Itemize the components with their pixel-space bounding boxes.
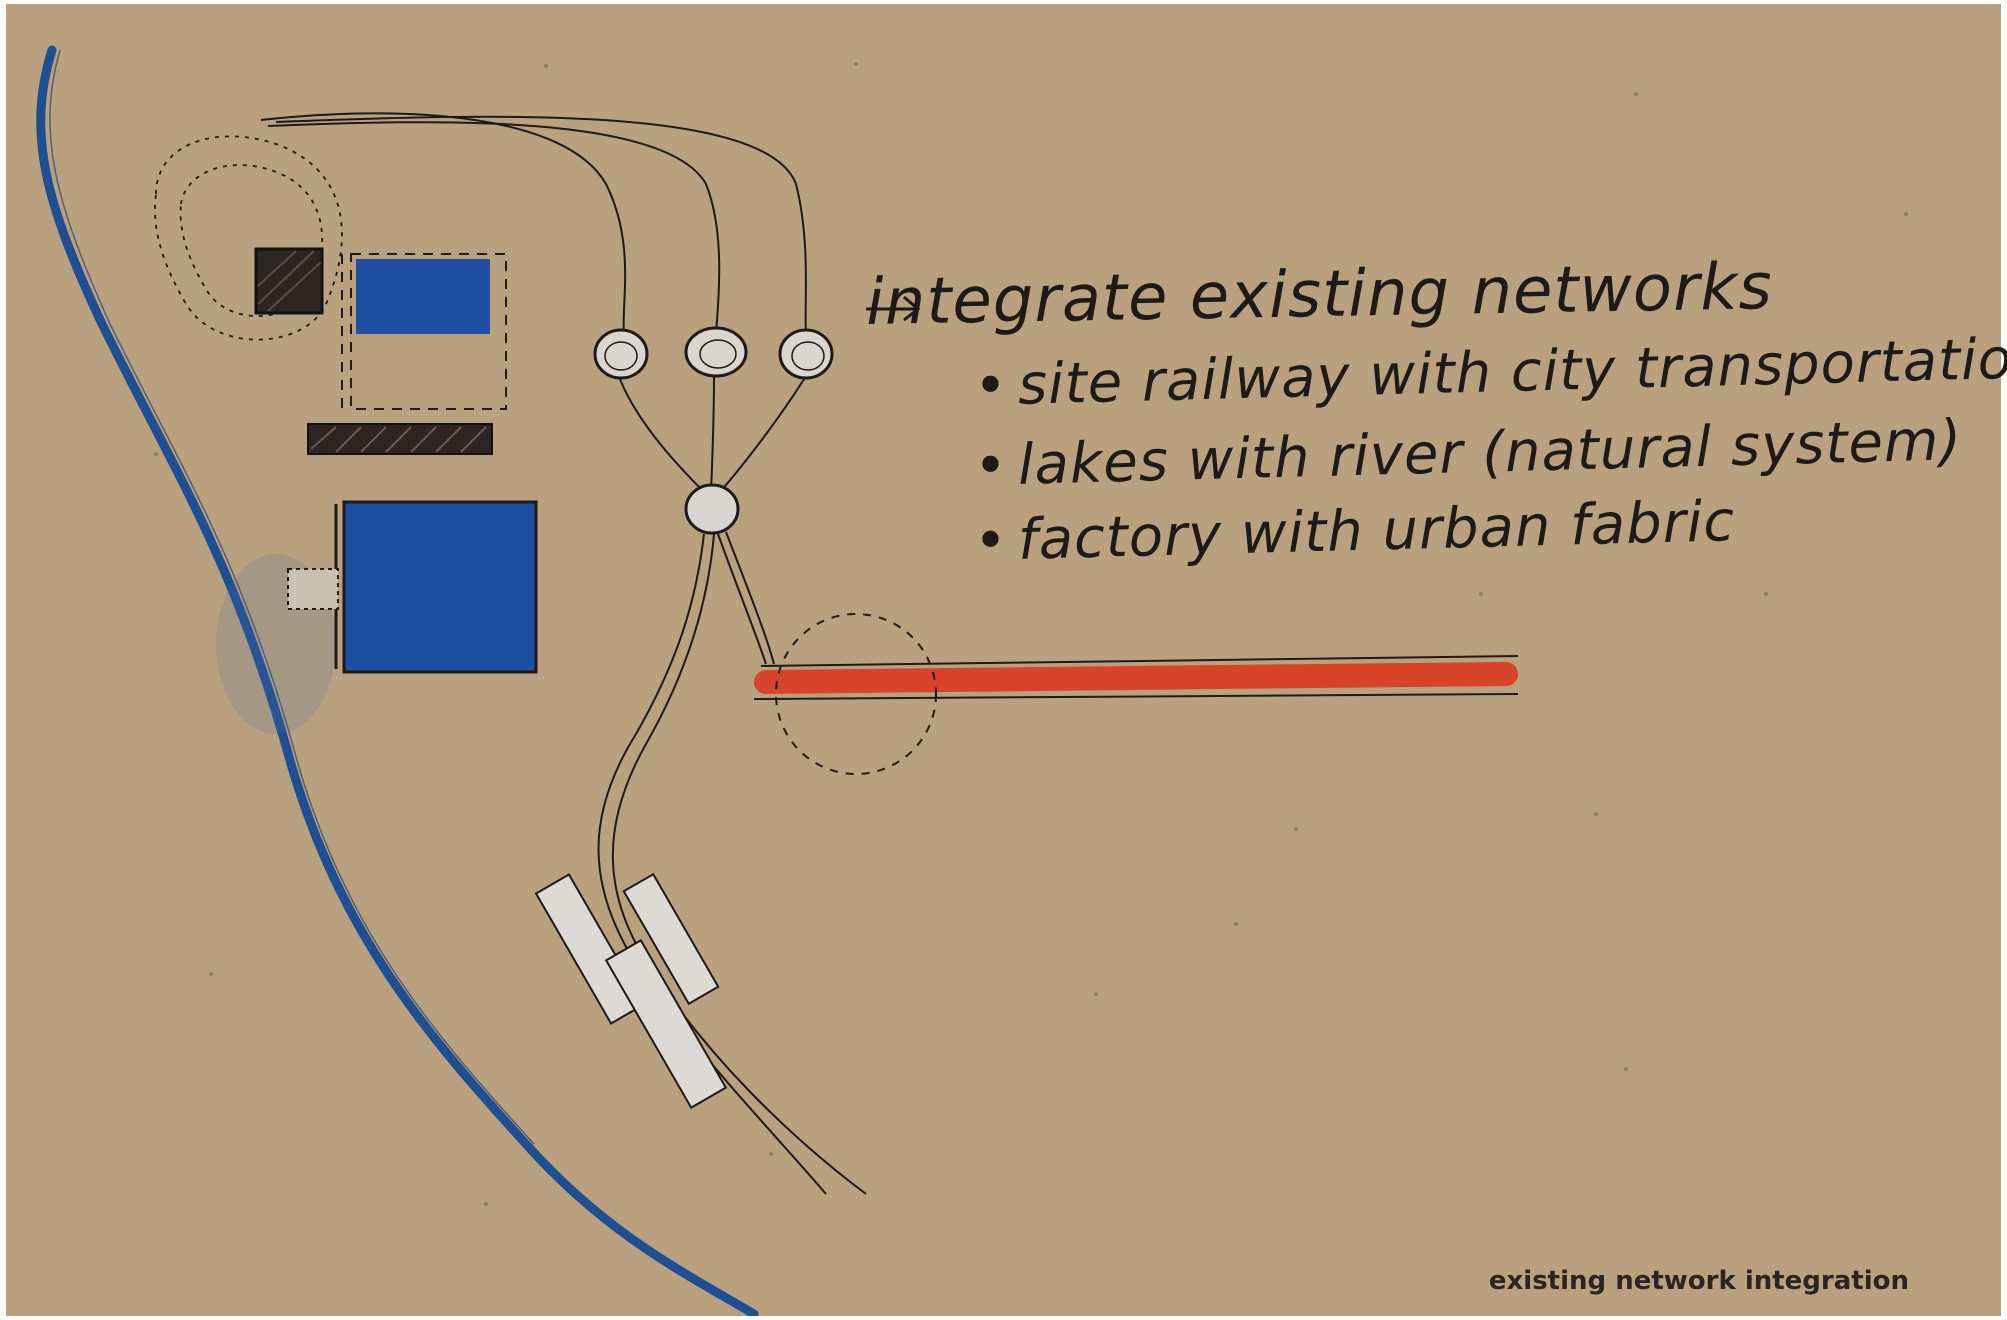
lake-connector (288, 569, 338, 609)
network-sketch (6, 4, 2001, 1316)
site-railway (754, 656, 1518, 699)
station-node-hub (686, 485, 738, 533)
hatched-strip-icon (308, 424, 492, 454)
station-node-1 (595, 330, 647, 378)
figure-caption: existing network integration (1489, 1266, 1909, 1296)
annotation-heading: integrate existing networks (865, 250, 1773, 340)
lake-large (344, 502, 536, 672)
hatched-building-icon (256, 249, 322, 313)
railway-focus-circle (776, 614, 936, 774)
kraft-paper-sheet: integrate existing networks •site railwa… (6, 4, 2001, 1316)
factory-blocks (536, 874, 726, 1107)
river-line (41, 50, 754, 1314)
lake-small (356, 259, 490, 334)
station-node-2 (686, 328, 746, 376)
